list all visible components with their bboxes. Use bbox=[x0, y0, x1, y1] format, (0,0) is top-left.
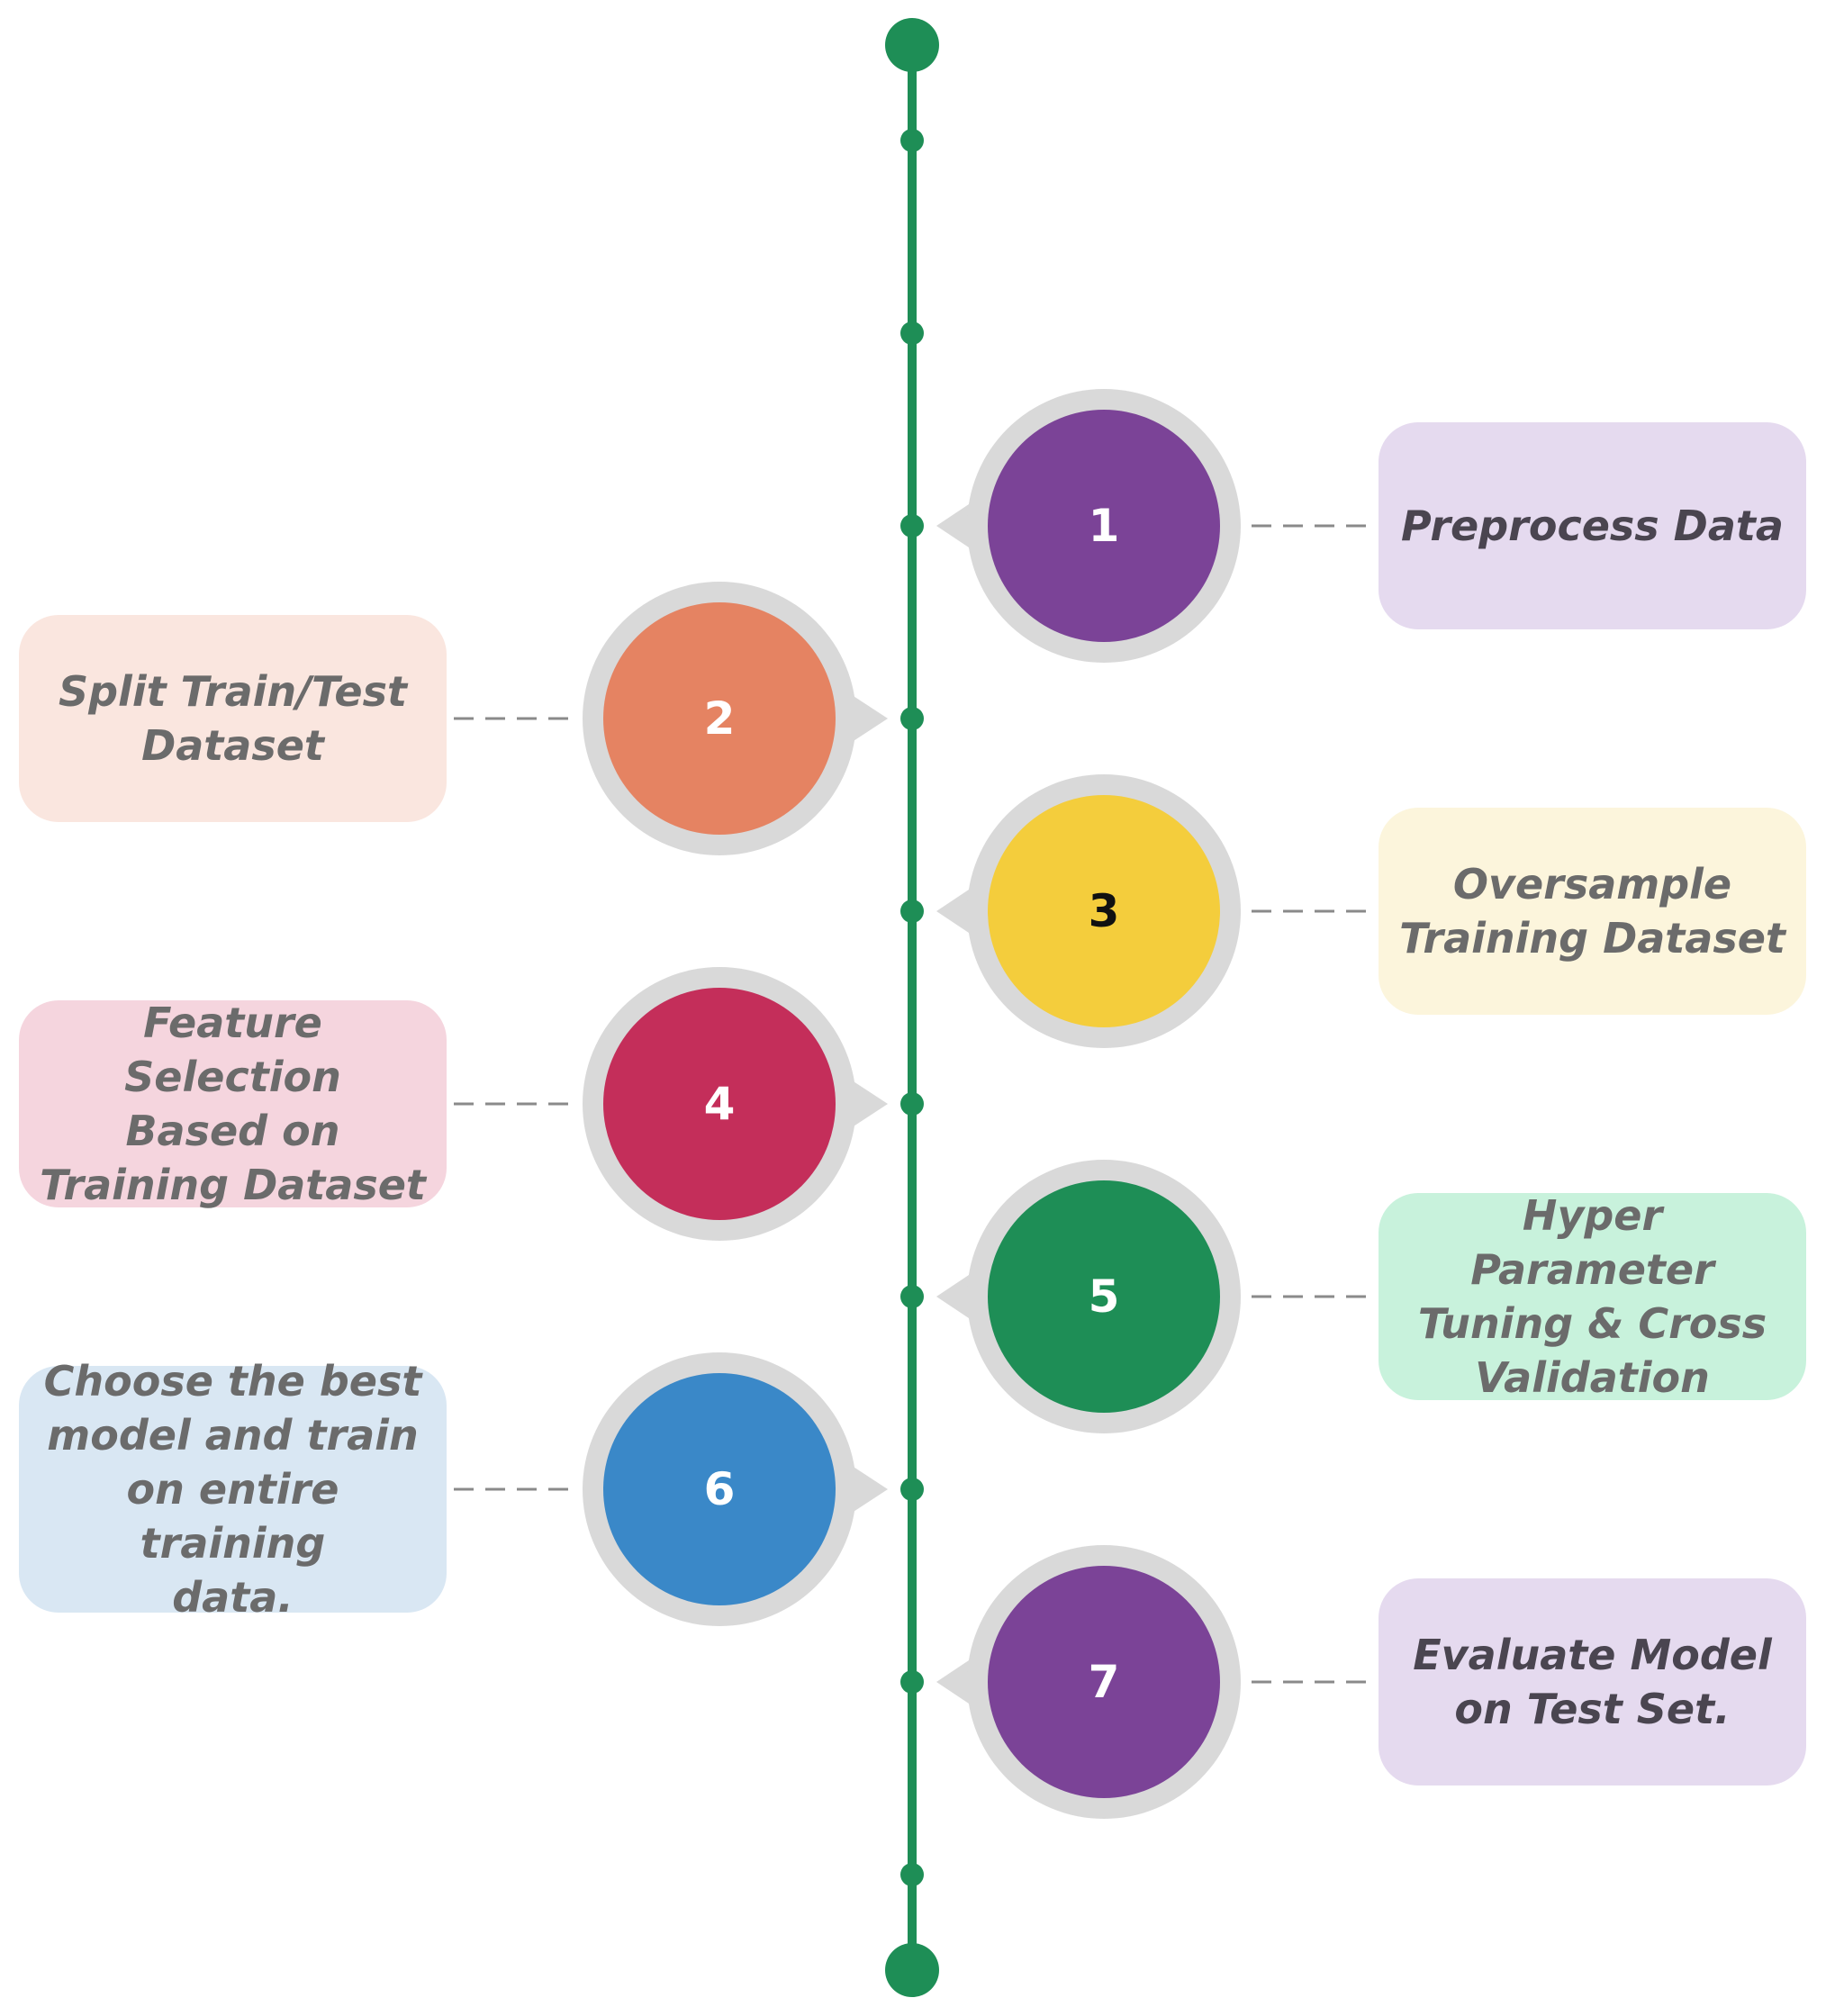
step-label: Feature Selection Based on Training Data… bbox=[40, 999, 426, 1209]
step-circle bbox=[988, 410, 1220, 642]
step-circle bbox=[988, 795, 1220, 1027]
step-number: 2 bbox=[703, 692, 736, 745]
step-label: Evaluate Model on Test Set. bbox=[1413, 1631, 1772, 1733]
step-label-box: Choose the best model and train on entir… bbox=[19, 1357, 447, 1622]
step-circle bbox=[603, 988, 836, 1220]
step-label-box: Split Train/Test Dataset bbox=[19, 615, 447, 822]
step-number: 4 bbox=[703, 1078, 736, 1130]
step-circle bbox=[988, 1180, 1220, 1413]
step-label-box: Oversample Training Dataset bbox=[1379, 808, 1806, 1015]
step-label: Hyper Parameter Tuning & Cross Validatio… bbox=[1417, 1191, 1767, 1402]
step-label-box: Evaluate Model on Test Set. bbox=[1379, 1578, 1806, 1785]
timeline-step-dot bbox=[900, 707, 924, 730]
step-label: Choose the best model and train on entir… bbox=[43, 1357, 422, 1622]
timeline-end-cap bbox=[885, 1943, 939, 1997]
step-number: 7 bbox=[1088, 1656, 1120, 1708]
step-label: Preprocess Data bbox=[1401, 502, 1784, 550]
step-number: 1 bbox=[1088, 500, 1120, 552]
timeline-step-dot bbox=[900, 1478, 924, 1501]
step-number: 6 bbox=[703, 1463, 736, 1515]
step-circle bbox=[603, 1373, 836, 1605]
timeline-start-cap bbox=[885, 18, 939, 72]
step-label-box: Preprocess Data bbox=[1379, 422, 1806, 629]
timeline-marker-dot bbox=[900, 321, 924, 345]
step-number: 5 bbox=[1088, 1270, 1120, 1323]
step-label-box: Feature Selection Based on Training Data… bbox=[19, 999, 447, 1209]
timeline-marker-dot bbox=[900, 129, 924, 152]
step-label: Oversample Training Dataset bbox=[1399, 860, 1785, 963]
step-circle bbox=[988, 1566, 1220, 1798]
step-number: 3 bbox=[1088, 885, 1120, 937]
step-circle bbox=[603, 602, 836, 835]
timeline-step-dot bbox=[900, 1285, 924, 1308]
timeline-step-dot bbox=[900, 1670, 924, 1694]
timeline-step-dot bbox=[900, 514, 924, 538]
timeline-marker-dot bbox=[900, 1863, 924, 1886]
timeline-step-dot bbox=[900, 1092, 924, 1116]
timeline-step-dot bbox=[900, 900, 924, 923]
step-label: Split Train/Test Dataset bbox=[59, 667, 407, 770]
step-label-box: Hyper Parameter Tuning & Cross Validatio… bbox=[1379, 1191, 1806, 1402]
